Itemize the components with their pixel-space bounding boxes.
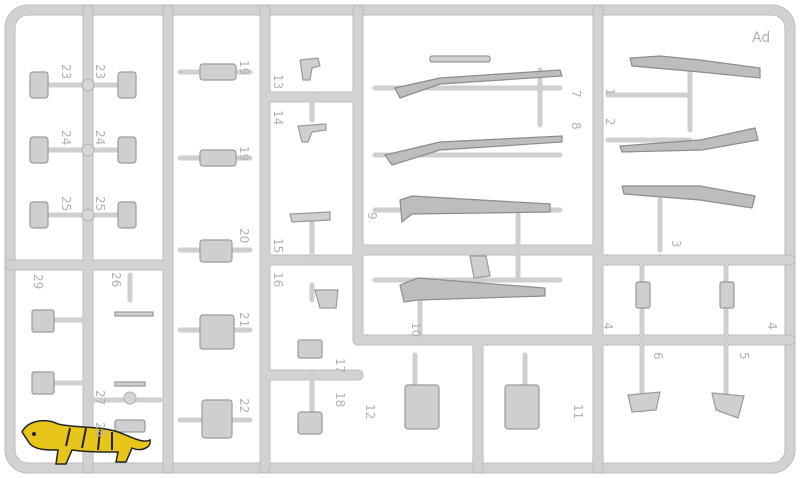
part-number-label: 13 xyxy=(271,74,285,89)
part-number-label: 16 xyxy=(271,272,285,287)
part-number-label: 2 xyxy=(603,118,617,126)
part-number-label: 9 xyxy=(365,212,379,220)
part-number-label: 22 xyxy=(237,398,251,413)
part-number-label: 11 xyxy=(571,404,585,419)
part-number-label: 15 xyxy=(271,238,285,253)
part-number-label: 17 xyxy=(333,358,347,373)
lower-right-parts xyxy=(404,262,745,430)
frame-letter: Ad xyxy=(752,30,770,46)
part-number-label: 24 xyxy=(59,130,73,145)
tiger-logo-icon xyxy=(21,419,151,465)
part-number-label: 14 xyxy=(271,110,285,125)
part-number-label: 28 xyxy=(93,422,107,437)
part-number-label: 24 xyxy=(93,130,107,145)
part-number-label: 19 xyxy=(237,60,251,75)
part-number-label: 25 xyxy=(59,196,73,211)
lower-left-parts xyxy=(31,272,163,433)
part-number-label: 20 xyxy=(237,228,251,243)
part-number-label: 21 xyxy=(237,312,251,327)
part-number-label: 25 xyxy=(93,196,107,211)
part-number-label: 5 xyxy=(737,352,751,360)
part-number-label: 7 xyxy=(569,90,583,98)
part-number-label: 23 xyxy=(59,64,73,79)
part-number-label: 3 xyxy=(669,240,683,248)
pistol-parts xyxy=(289,57,339,435)
part-number-label: 6 xyxy=(651,352,665,360)
sprue-outer-frame xyxy=(4,4,796,474)
part-number-label: 26 xyxy=(109,272,123,287)
part-number-label: 19 xyxy=(237,146,251,161)
part-number-label: 8 xyxy=(569,122,583,130)
pouch-parts-left xyxy=(29,71,137,229)
part-number-label: 10 xyxy=(409,322,423,337)
ammo-pouch-parts xyxy=(177,63,253,439)
part-number-label: 27 xyxy=(93,390,107,405)
part-number-label: 12 xyxy=(363,404,377,419)
part-number-label: 1 xyxy=(603,88,617,96)
part-number-label: 23 xyxy=(93,64,107,79)
part-number-label: 4 xyxy=(601,322,615,330)
smg-parts xyxy=(605,55,761,253)
rifle-parts xyxy=(372,55,563,338)
part-number-label: 4 xyxy=(765,322,779,330)
part-number-label: 29 xyxy=(31,274,45,289)
part-number-label: 18 xyxy=(333,392,347,407)
